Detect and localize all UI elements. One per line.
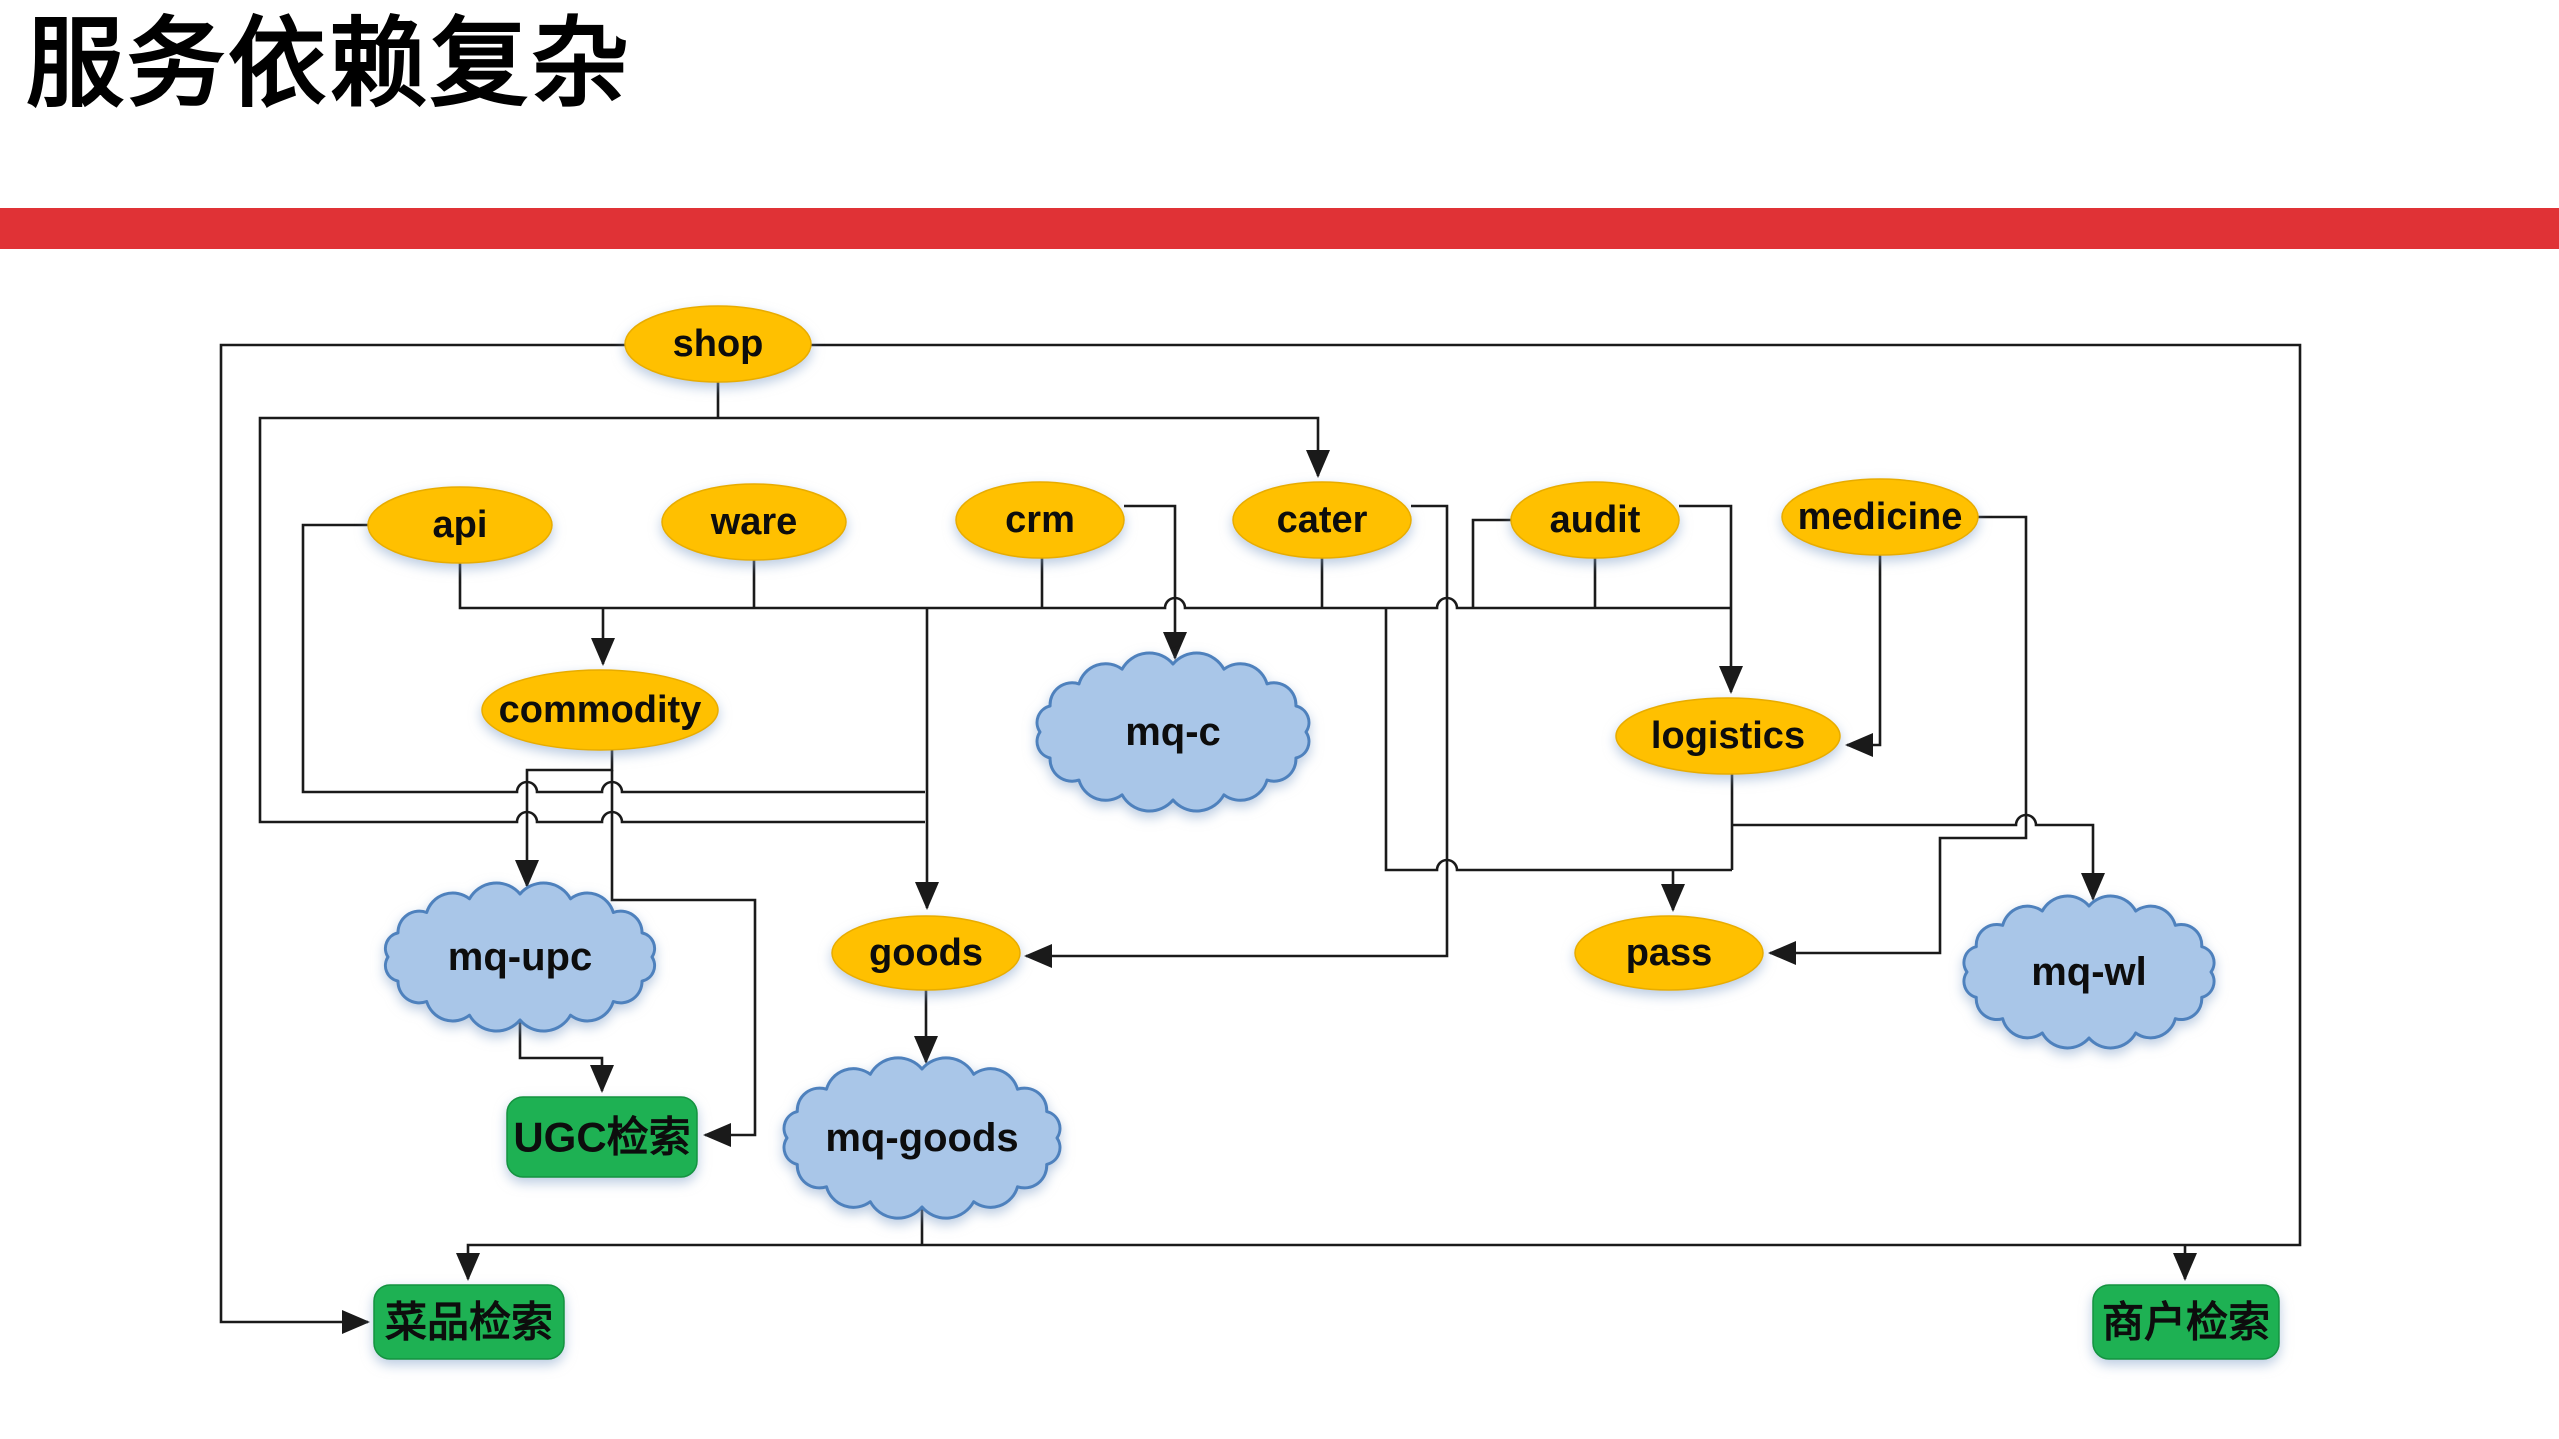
mq-goods-cloud	[782, 1056, 1062, 1220]
edge-medicine-logistics	[1845, 555, 1882, 757]
edge-audit-bus	[1471, 518, 1511, 608]
edge-logistics-mq-wl	[1732, 813, 2105, 901]
crm-ellipse	[955, 481, 1125, 559]
node-ugc: UGC检索	[506, 1096, 698, 1178]
mq-c-label: mq-c	[1125, 710, 1221, 754]
mq-upc-cloud	[383, 881, 657, 1033]
node-ware: ware	[661, 483, 847, 561]
ugc-box	[506, 1096, 698, 1178]
cater-ellipse	[1232, 481, 1412, 559]
edge-crm-mq-c	[1124, 504, 1187, 660]
shanghu-label: 商户检索	[2102, 1299, 2270, 1346]
node-medicine: medicine	[1781, 478, 1979, 556]
node-caipin: 菜品检索	[373, 1284, 565, 1360]
edge-shop-goods	[258, 416, 925, 824]
ware-ellipse	[661, 483, 847, 561]
node-audit: audit	[1510, 481, 1680, 559]
nodes: shop api ware crm cater audit medicine commodit…	[367, 305, 2280, 1360]
logistics-label: logistics	[1651, 715, 1805, 757]
node-pass: pass	[1574, 915, 1764, 991]
mq-upc-label: mq-upc	[448, 935, 592, 979]
edge-mq-upc-ugc	[518, 1020, 614, 1093]
audit-ellipse	[1510, 481, 1680, 559]
node-commodity: commodity	[481, 669, 719, 751]
node-goods: goods	[831, 915, 1021, 991]
api-ellipse	[367, 486, 553, 564]
pass-label: pass	[1626, 932, 1713, 974]
accent-bar	[0, 208, 2559, 249]
audit-label: audit	[1550, 499, 1641, 541]
page-title: 服务依赖复杂	[26, 8, 633, 118]
edge-medicine-pass	[1768, 515, 2028, 965]
caipin-box	[373, 1284, 565, 1360]
edge-shop-caipin	[219, 343, 625, 1334]
node-mq-upc: mq-upc	[383, 881, 657, 1033]
pass-ellipse	[1574, 915, 1764, 991]
mq-goods-label: mq-goods	[825, 1116, 1018, 1160]
edge-commodity-ugc	[610, 770, 757, 1147]
ugc-label: UGC检索	[513, 1114, 690, 1161]
shop-ellipse	[624, 305, 812, 383]
commodity-label: commodity	[499, 689, 702, 731]
mq-wl-label: mq-wl	[2031, 950, 2147, 994]
crm-label: crm	[1005, 499, 1075, 541]
medicine-label: medicine	[1798, 496, 1963, 538]
node-api: api	[367, 486, 553, 564]
edge-audit-logistics	[1679, 504, 1743, 694]
node-logistics: logistics	[1615, 697, 1841, 775]
edge-shop-cater	[718, 416, 1330, 478]
api-label: api	[433, 504, 488, 546]
mq-c-cloud	[1035, 651, 1311, 813]
medicine-ellipse	[1781, 478, 1979, 556]
edge-api-bus	[458, 563, 1731, 610]
goods-label: goods	[869, 932, 983, 974]
logistics-ellipse	[1615, 697, 1841, 775]
goods-ellipse	[831, 915, 1021, 991]
edge-commodity-mq-upc	[515, 748, 614, 888]
edge-api-goods	[301, 523, 925, 794]
edge-cater-goods	[1024, 504, 1449, 968]
node-mq-goods: mq-goods	[782, 1056, 1062, 1220]
node-mq-c: mq-c	[1035, 651, 1311, 813]
node-crm: crm	[955, 481, 1125, 559]
node-mq-wl: mq-wl	[1962, 894, 2216, 1050]
ware-label: ware	[710, 501, 798, 543]
mq-wl-cloud	[1962, 894, 2216, 1050]
shanghu-box	[2092, 1284, 2280, 1360]
node-shop: shop	[624, 305, 812, 383]
commodity-ellipse	[481, 669, 719, 751]
edges	[219, 343, 2302, 1334]
cater-label: cater	[1277, 499, 1368, 541]
caipin-label: 菜品检索	[385, 1299, 553, 1346]
node-shanghu: 商户检索	[2092, 1284, 2280, 1360]
edge-shop-caipin	[456, 343, 2302, 1281]
shop-label: shop	[673, 323, 764, 365]
node-cater: cater	[1232, 481, 1412, 559]
